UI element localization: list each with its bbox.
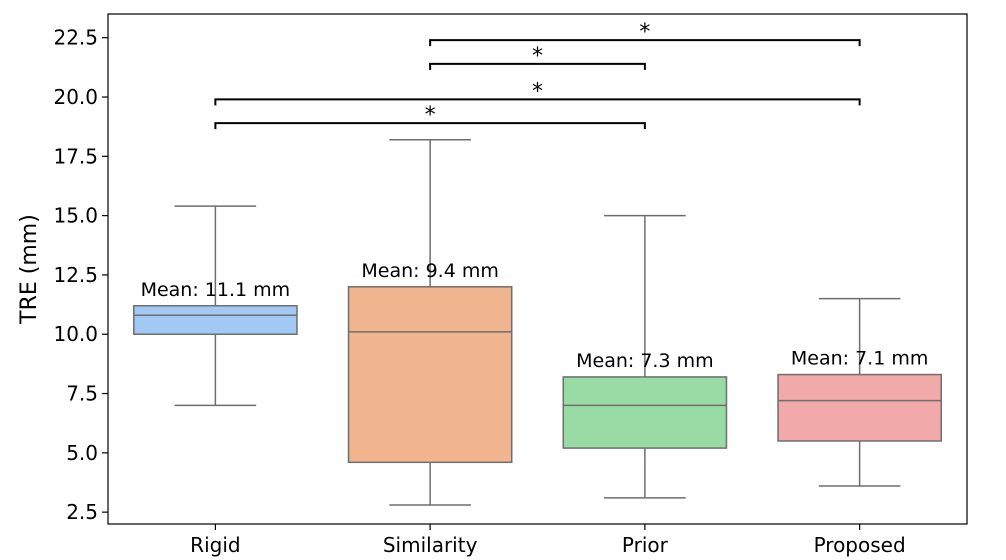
significance-bracket: * xyxy=(429,44,646,70)
box-proposed: Mean: 7.1 mm xyxy=(777,297,942,487)
significance-star: * xyxy=(532,44,543,69)
significance-bracket: * xyxy=(214,103,646,130)
significance-bracket: * xyxy=(214,79,861,106)
plot-frame xyxy=(107,13,968,525)
y-axis-label: TRE (mm) xyxy=(17,214,42,325)
mean-label: Mean: 11.1 mm xyxy=(141,279,291,301)
y-tick-label: 7.5 xyxy=(66,382,98,406)
mean-label: Mean: 7.1 mm xyxy=(791,348,928,370)
y-tick-label: 5.0 xyxy=(66,441,98,465)
significance-star: * xyxy=(425,103,436,128)
x-tick-label: Similarity xyxy=(383,533,478,557)
significance-bracket: * xyxy=(429,20,861,47)
bracket-line xyxy=(429,62,646,70)
iqr-box xyxy=(562,376,728,449)
bracket-line xyxy=(214,98,861,106)
x-tick-label: Rigid xyxy=(190,533,240,557)
iqr-box xyxy=(133,305,298,335)
iqr-box xyxy=(347,286,513,464)
y-tick-label: 2.5 xyxy=(66,500,98,524)
significance-star: * xyxy=(532,79,543,104)
iqr-box xyxy=(777,373,942,442)
x-tick-label: Prior xyxy=(622,533,669,557)
y-tick-label: 12.5 xyxy=(53,263,98,287)
y-tick-label: 17.5 xyxy=(53,144,98,168)
y-tick-label: 22.5 xyxy=(53,26,98,50)
box-rigid: Mean: 11.1 mm xyxy=(133,205,298,407)
significance-star: * xyxy=(639,20,650,45)
y-tick-label: 15.0 xyxy=(53,204,98,228)
mean-label: Mean: 7.3 mm xyxy=(576,350,713,372)
x-tick-label: Proposed xyxy=(814,533,906,557)
box-similarity: Mean: 9.4 mm xyxy=(347,138,513,506)
bracket-line xyxy=(214,122,646,130)
bracket-line xyxy=(429,39,861,47)
box-prior: Mean: 7.3 mm xyxy=(562,214,728,499)
y-tick-label: 10.0 xyxy=(53,322,98,346)
y-tick-label: 20.0 xyxy=(53,85,98,109)
mean-label: Mean: 9.4 mm xyxy=(361,260,498,282)
